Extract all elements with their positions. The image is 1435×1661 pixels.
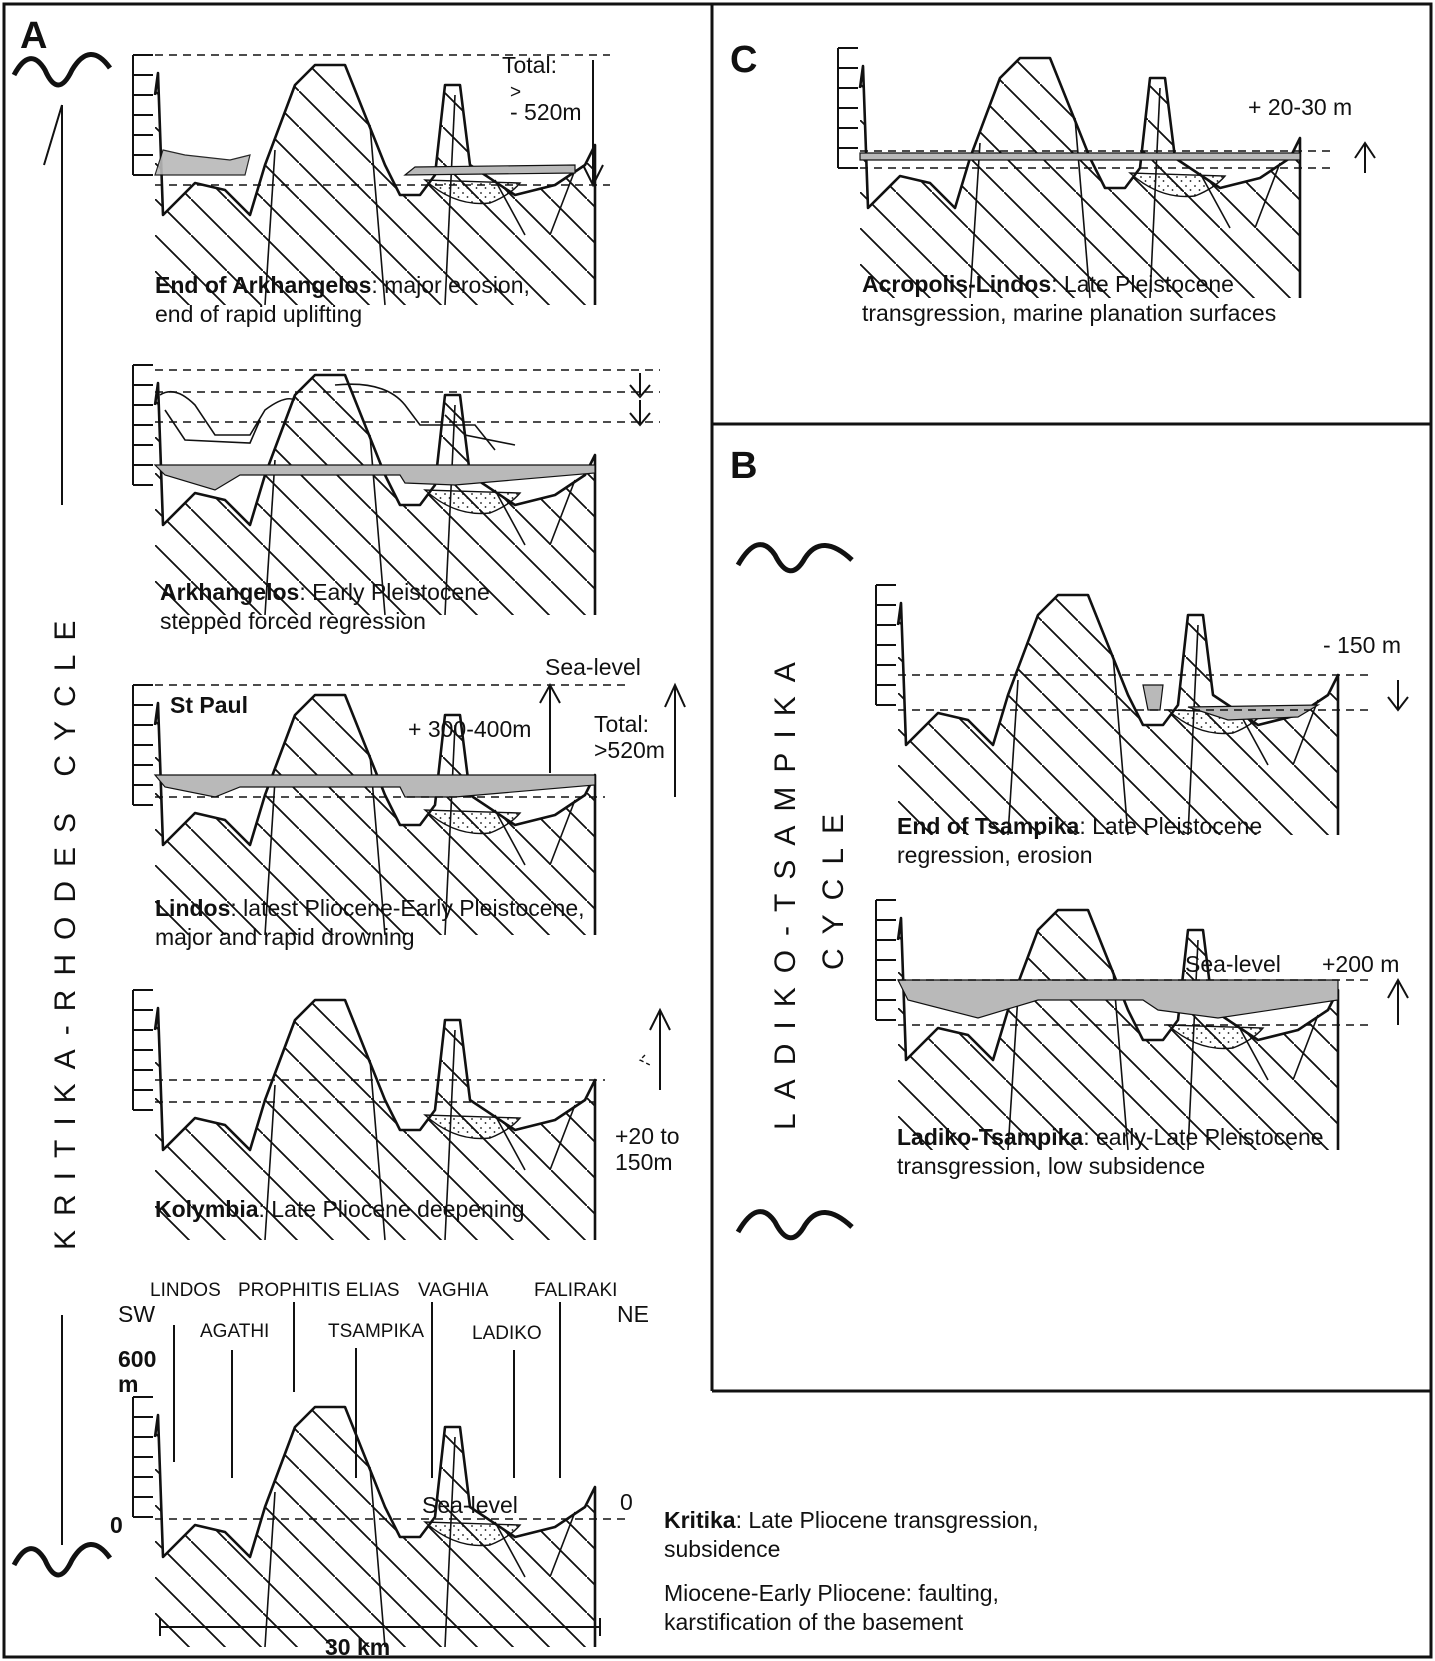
location-ladiko: LADIKO	[472, 1323, 542, 1344]
unconformity-icon-b-bottom	[735, 1209, 854, 1241]
ladiko-sea-level: Sea-level	[1185, 951, 1281, 977]
section-lindos	[131, 682, 686, 937]
section-arkhangelos	[131, 363, 660, 617]
cycle-label-b-2: CYCLE	[817, 800, 850, 970]
caption-acropolis-lindos: Acropolis-Lindos: Late Pleistocene	[862, 271, 1234, 297]
direction-ne: NE	[617, 1301, 649, 1327]
kritika-sea-level: Sea-level	[422, 1492, 518, 1518]
caption-arkhangelos-2: stepped forced regression	[160, 608, 426, 634]
end-arkhangelos-value: - 520m	[510, 99, 582, 125]
base-location-labels: LINDOS PROPHITIS ELIAS VAGHIA FALIRAKI A…	[118, 1280, 649, 1344]
axis-top-label: 600	[118, 1346, 156, 1372]
section-end-arkhangelos	[131, 53, 610, 307]
acropolis-rise: + 20-30 m	[1248, 94, 1352, 120]
section-kolymbia	[131, 988, 671, 1242]
caption-acropolis-lindos-2: transgression, marine planation surfaces	[862, 300, 1276, 326]
location-vaghia: VAGHIA	[418, 1280, 489, 1301]
caption-end-arkhangelos: End of Arkhangelos: major erosion,	[155, 272, 530, 298]
section-end-tsampika	[874, 583, 1409, 837]
kolymbia-rise: +20 to	[615, 1123, 680, 1149]
axis-zero-right: 0	[620, 1489, 633, 1515]
lindos-rise: + 300-400m	[408, 716, 531, 742]
unconformity-icon-bottom	[11, 1542, 113, 1578]
panel-letter-a: A	[20, 15, 47, 57]
caption-end-tsampika: End of Tsampika: Late Pleistocene	[897, 813, 1262, 839]
caption-end-arkhangelos-2: end of rapid uplifting	[155, 301, 362, 327]
caption-kolymbia: Kolymbia: Late Pliocene deepening	[155, 1196, 525, 1222]
scale-bar-label: 30 km	[325, 1634, 390, 1660]
direction-sw: SW	[118, 1301, 155, 1327]
caption-miocene: Miocene-Early Pliocene: faulting,	[664, 1580, 999, 1606]
caption-kritika: Kritika: Late Pliocene transgression,	[664, 1507, 1039, 1533]
caption-lindos: Lindos: latest Pliocene-Early Pleistocen…	[155, 895, 585, 921]
caption-ladiko-tsampika: Ladiko-Tsampika: early-Late Pleistocene	[897, 1124, 1324, 1150]
unconformity-icon-b-top	[735, 542, 854, 574]
scale-bar	[159, 1618, 601, 1636]
axis-top-unit: m	[118, 1371, 138, 1397]
location-tsampika: TSAMPIKA	[328, 1321, 424, 1342]
location-agathi: AGATHI	[200, 1321, 269, 1342]
ladiko-rise: +200 m	[1322, 951, 1399, 977]
caption-lindos-2: major and rapid drowning	[155, 924, 415, 950]
kolymbia-rise-2: 150m	[615, 1149, 673, 1175]
unconformity-icon-top	[11, 52, 113, 88]
location-prophitis-elias: PROPHITIS ELIAS	[238, 1280, 400, 1301]
section-kritika	[131, 1395, 625, 1649]
end-tsampika-value: - 150 m	[1323, 632, 1401, 658]
lindos-total: Total:	[594, 711, 649, 737]
panel-letter-c: C	[730, 39, 757, 81]
cycle-label-a: KRITIKA-RHODES CYCLE	[49, 607, 82, 1250]
cycle-arrow-head	[43, 104, 63, 166]
lindos-st-paul: St Paul	[170, 692, 248, 718]
section-acropolis-lindos	[836, 46, 1376, 300]
caption-ladiko-tsampika-2: transgression, low subsidence	[897, 1153, 1205, 1179]
end-arkhangelos-gt: >	[510, 82, 521, 103]
caption-end-tsampika-2: regression, erosion	[897, 842, 1093, 868]
cycle-label-b-1: LADIKO-TSAMPIKA	[769, 648, 802, 1130]
section-ladiko-tsampika	[874, 898, 1409, 1152]
caption-kritika-2: subsidence	[664, 1536, 780, 1562]
lindos-sea-level: Sea-level	[545, 654, 641, 680]
location-lindos: LINDOS	[150, 1280, 221, 1301]
panel-letter-b: B	[730, 445, 757, 487]
end-arkhangelos-total: Total:	[502, 52, 557, 78]
caption-arkhangelos: Arkhangelos: Early Pleistocene	[160, 579, 490, 605]
location-faliraki: FALIRAKI	[534, 1280, 617, 1301]
caption-miocene-2: karstification of the basement	[664, 1609, 964, 1635]
lindos-total-value: >520m	[594, 737, 665, 763]
axis-zero-label: 0	[110, 1512, 123, 1538]
